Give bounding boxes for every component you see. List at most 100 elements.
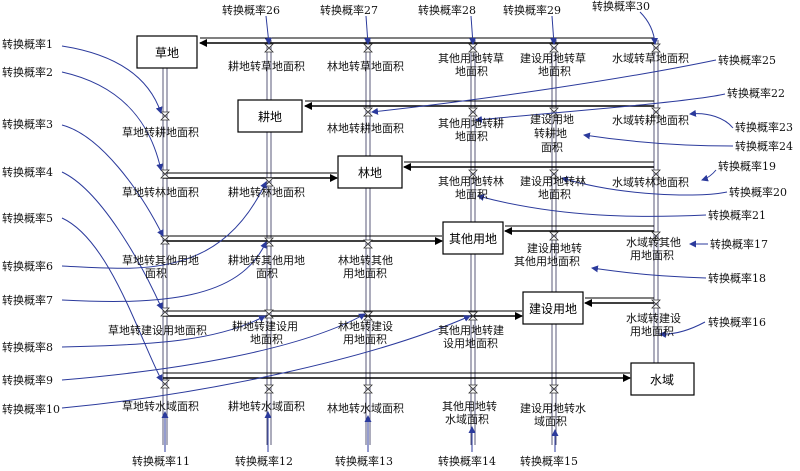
rate-link-16 xyxy=(659,321,706,338)
flow-label: 面积 xyxy=(145,267,167,280)
flow-label: 其他用地面积 xyxy=(514,255,580,268)
valve xyxy=(160,235,170,245)
valve xyxy=(468,107,478,117)
valve xyxy=(549,169,559,179)
rate-label: 转换概率15 xyxy=(520,454,578,468)
valve xyxy=(363,384,373,394)
flow-label: 林地转草地面积 xyxy=(327,59,404,73)
stock-boxes: 草地 耕地 林地 其他用地 建设用地 水域 xyxy=(136,35,695,396)
flow-label: 建设用地转水 xyxy=(520,401,586,415)
rate-label: 转换概率5 xyxy=(2,211,53,225)
stock-water[interactable]: 水域 xyxy=(630,362,695,396)
rate-links xyxy=(61,11,734,452)
flow-label: 林地转建设 xyxy=(338,319,393,333)
horizontal-pipes xyxy=(163,37,654,382)
valve xyxy=(160,379,170,389)
pipe-into-forest xyxy=(163,161,654,182)
flow-label: 用地面积 xyxy=(343,333,387,346)
flow-label: 其他用地转林 xyxy=(438,174,504,188)
rate-link-4 xyxy=(61,171,163,310)
pipe-into-water xyxy=(163,372,631,382)
rate-link-1 xyxy=(61,45,163,114)
flow-label: 地面积 xyxy=(455,188,488,201)
valve xyxy=(363,311,373,321)
rate-link-29 xyxy=(550,15,558,45)
rate-label: 转换概率3 xyxy=(2,117,53,131)
flow-label: 草地转建设用地面积 xyxy=(108,323,207,337)
stock-construction-label: 建设用地 xyxy=(529,302,577,316)
flow-label: 草地转耕地面积 xyxy=(122,125,199,139)
valve xyxy=(264,237,274,247)
flow-label: 地面积 xyxy=(538,65,571,78)
flow-label: 水域转其他 xyxy=(626,235,681,249)
rate-link-5 xyxy=(61,217,163,382)
stock-cropland[interactable]: 耕地 xyxy=(237,99,303,133)
flow-label: 建设用地转林 xyxy=(520,174,586,188)
rate-label: 转换概率10 xyxy=(2,402,60,416)
valve xyxy=(549,384,559,394)
rate-link-19 xyxy=(701,169,717,182)
flow-label: 水域面积 xyxy=(445,413,489,426)
flow-label: 其他用地转 xyxy=(442,399,497,413)
valve xyxy=(468,43,478,53)
valve xyxy=(468,169,478,179)
stock-cropland-label: 耕地 xyxy=(258,109,282,124)
flow-label: 地面积 xyxy=(455,65,488,78)
flow-label: 用地面积 xyxy=(630,325,674,338)
stock-other-label: 其他用地 xyxy=(449,232,497,246)
flow-label: 其他用地转耕 xyxy=(438,116,504,130)
flow-label: 设用地面积 xyxy=(443,337,498,350)
flow-label: 草地转水域面积 xyxy=(122,399,199,413)
rate-link-23 xyxy=(689,109,734,129)
flow-label: 林地转其他 xyxy=(338,253,393,267)
flow-label: 地面积 xyxy=(250,333,283,346)
stock-construction[interactable]: 建设用地 xyxy=(522,291,584,325)
rate-label: 转换概率19 xyxy=(718,159,776,173)
valve xyxy=(651,231,661,241)
rate-label: 转换概率2 xyxy=(2,65,53,79)
flow-label: 面积 xyxy=(541,141,563,154)
rate-label: 转换概率14 xyxy=(438,454,496,468)
valve xyxy=(264,384,274,394)
stock-grassland-label: 草地 xyxy=(155,46,179,60)
rate-label: 转换概率4 xyxy=(2,165,53,179)
rate-label: 转换概率20 xyxy=(729,185,787,199)
rate-link-2 xyxy=(61,71,164,171)
flow-label: 耕地转其他用地 xyxy=(228,253,305,267)
rate-label: 转换概率6 xyxy=(2,259,53,273)
flow-label: 域面积 xyxy=(534,415,567,428)
rate-link-28 xyxy=(469,15,477,45)
valve xyxy=(363,239,373,249)
rate-label: 转换概率25 xyxy=(718,53,776,67)
pipe-water-column xyxy=(653,40,659,375)
rate-link-7 xyxy=(61,241,267,302)
pipe-into-construction xyxy=(163,297,654,320)
rate-link-6 xyxy=(61,181,267,269)
valve xyxy=(160,307,170,317)
flow-label: 面积 xyxy=(256,267,278,280)
stock-forest[interactable]: 林地 xyxy=(337,155,403,189)
stock-other[interactable]: 其他用地 xyxy=(442,221,504,255)
flow-label: 其他用地转建 xyxy=(438,323,504,337)
valve xyxy=(160,111,170,121)
rate-label: 转换概率21 xyxy=(708,208,766,222)
flow-label: 耕地转草地面积 xyxy=(228,59,305,73)
valve xyxy=(549,107,559,117)
flow-label: 转耕地 xyxy=(534,126,567,140)
valve xyxy=(160,169,170,179)
valve xyxy=(549,43,559,53)
rate-label: 转换概率26 xyxy=(222,3,280,17)
flow-label: 林地转水域面积 xyxy=(327,401,404,415)
stock-forest-label: 林地 xyxy=(358,166,382,180)
rate-label: 转换概率29 xyxy=(503,3,561,17)
valve xyxy=(264,43,274,53)
valve xyxy=(651,107,661,117)
rate-link-25 xyxy=(371,59,717,115)
flow-label: 水域转林地面积 xyxy=(612,175,689,189)
stock-water-label: 水域 xyxy=(650,373,674,387)
stock-grassland[interactable]: 草地 xyxy=(136,35,198,69)
flow-label: 地面积 xyxy=(455,130,488,143)
flow-label: 建设用地 xyxy=(530,112,574,126)
